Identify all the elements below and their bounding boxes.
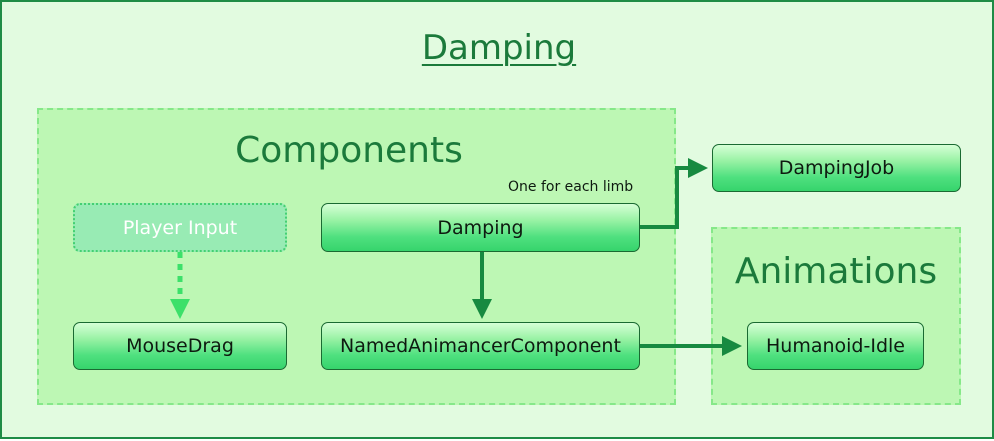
diagram-title: Damping [421, 28, 577, 68]
player-input-node[interactable]: Player Input [73, 203, 287, 252]
components-group-label: Components [235, 130, 463, 171]
damping-job-node[interactable]: DampingJob [712, 144, 961, 192]
one-for-each-limb-note: One for each limb [508, 179, 634, 195]
mouse-drag-node[interactable]: MouseDrag [73, 322, 287, 370]
animations-group-label: Animations [734, 251, 938, 292]
named-animancer-component-node[interactable]: NamedAnimancerComponent [321, 322, 640, 370]
animations-group: Animations [711, 227, 961, 405]
damping-node[interactable]: Damping [321, 203, 640, 252]
humanoid-idle-node[interactable]: Humanoid-Idle [747, 322, 924, 370]
